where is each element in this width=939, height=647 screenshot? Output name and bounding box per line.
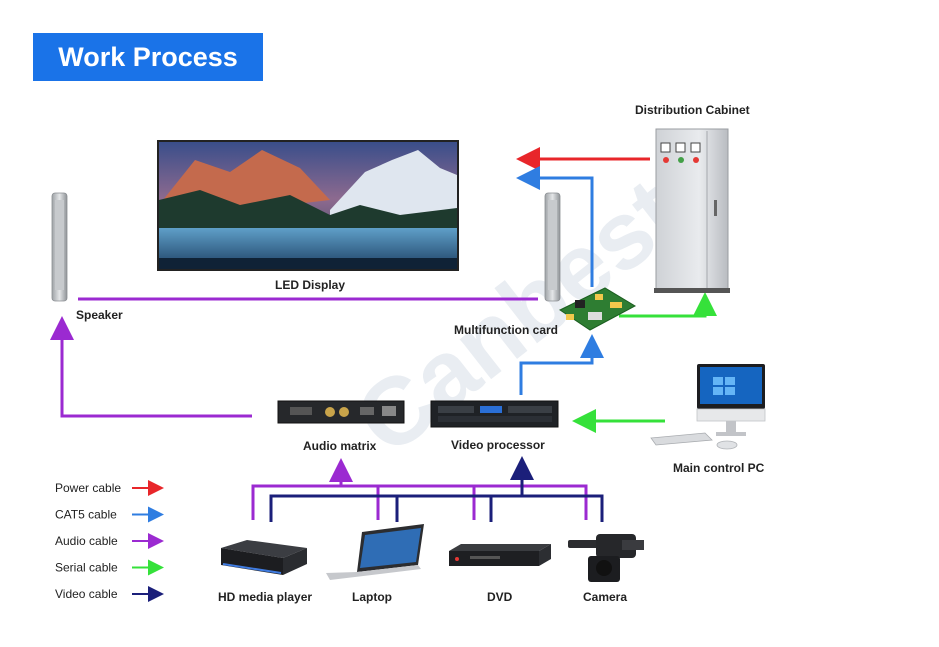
audio-matrix-label: Audio matrix — [303, 439, 377, 453]
legend-label: Serial cable — [55, 561, 118, 575]
serial-card-to-cabinet-line — [619, 292, 717, 318]
multifunction-card-image — [558, 287, 637, 331]
video-processor-label: Video processor — [451, 438, 545, 452]
led-display-image — [157, 140, 459, 271]
speaker-right-image — [544, 192, 561, 302]
legend-label: Power cable — [55, 481, 121, 495]
main-control-pc-image — [650, 364, 766, 450]
hd-media-player-image — [221, 540, 307, 575]
cat5-card-to-display-line — [516, 166, 594, 287]
led-display-label: LED Display — [275, 278, 345, 292]
distribution-cabinet-image — [654, 128, 730, 293]
dvd-label: DVD — [487, 590, 513, 604]
multifunction-card-label: Multifunction card — [454, 323, 558, 337]
distribution-cabinet-label: Distribution Cabinet — [635, 103, 750, 117]
cat5-processor-to-card-line — [519, 334, 604, 395]
audio-bus-line — [251, 484, 588, 520]
camera-label: Camera — [583, 590, 627, 604]
audio-matrix-to-speaker-line — [50, 316, 252, 418]
main-control-pc-label: Main control PC — [673, 461, 765, 475]
speaker-left-image — [51, 192, 68, 302]
legend-label: CAT5 cable — [55, 508, 117, 522]
laptop-label: Laptop — [352, 590, 392, 604]
laptop-image — [326, 524, 424, 580]
legend-label: Video cable — [55, 587, 118, 601]
page-title: Work Process — [33, 33, 263, 81]
dvd-image — [449, 544, 551, 566]
camera-image — [568, 534, 644, 582]
audio-matrix-image — [277, 400, 405, 424]
speaker-label: Speaker — [76, 308, 123, 322]
legend-label: Audio cable — [55, 534, 118, 548]
video-bus-line — [269, 494, 604, 522]
video-processor-image — [430, 400, 559, 428]
hd-media-player-label: HD media player — [218, 590, 312, 604]
